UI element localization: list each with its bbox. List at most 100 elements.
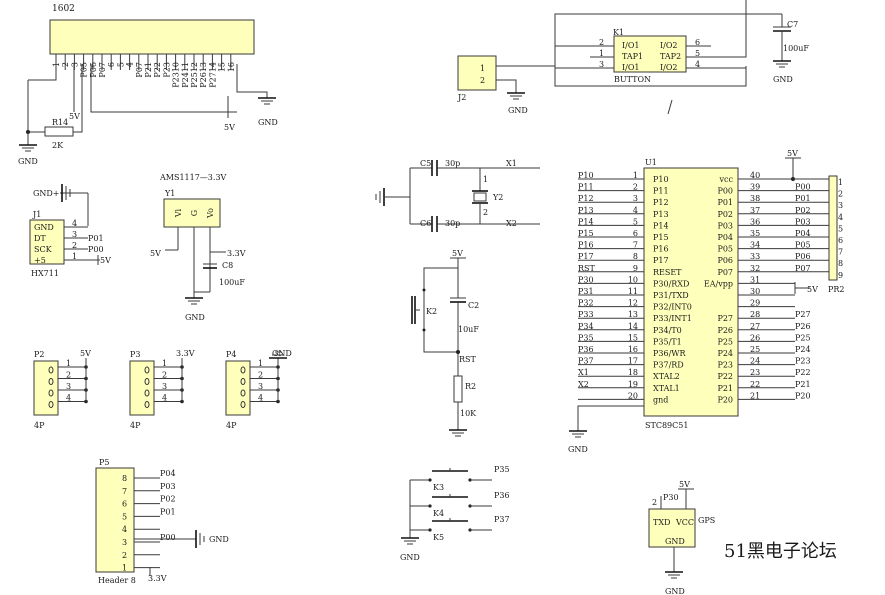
- mcu-right-net: P05: [795, 241, 811, 250]
- j2-gnd: GND: [508, 106, 528, 115]
- mcu-left-num: 12: [628, 299, 638, 308]
- mcu-right-pin: P02: [717, 210, 733, 219]
- pr2-pin-num: 4: [838, 213, 843, 222]
- lcd-body: [49, 19, 255, 55]
- header-net: 3.3V: [176, 349, 195, 358]
- mcu-left-pin: P11: [653, 187, 669, 196]
- c7-label: C7: [787, 20, 798, 29]
- header-foot: 4P: [130, 421, 141, 430]
- lcd-pin-label: 3: [70, 62, 79, 67]
- gps-pin-txd: TXD: [653, 518, 670, 527]
- mcu-right-pin: P22: [717, 372, 733, 381]
- k1-right-label: I/O2: [660, 41, 678, 50]
- header-body: [129, 360, 155, 416]
- k1-left-label: TAP1: [622, 52, 643, 61]
- hx711-net: P00: [88, 245, 104, 254]
- c6-label: C6: [420, 219, 431, 228]
- mcu-right-net: P00: [795, 183, 811, 192]
- header-net: GND: [272, 349, 292, 358]
- header-pin-num: 1: [162, 359, 167, 368]
- k1-wire: [555, 45, 590, 69]
- pr2-pin-num: 2: [838, 190, 843, 199]
- k3-label: K3: [433, 483, 444, 492]
- regulator-pin-label: G: [190, 210, 199, 216]
- header-ref: P4: [226, 350, 236, 359]
- lcd-pin-label: P2613: [199, 62, 208, 88]
- mcu-left-num: 10: [628, 275, 638, 284]
- gps-module: 5V P30 2 TXD VCC GND GPS GND: [648, 480, 715, 595]
- regulator-title: AMS1117—3.3V: [159, 173, 227, 182]
- mcu-right-pin: P20: [717, 395, 733, 404]
- mcu-left-pin: P32/INT0: [653, 303, 692, 312]
- header-pin-num: 2: [66, 371, 71, 380]
- mcu-ea-5v: 5V: [807, 285, 818, 294]
- mcu-right-net: P01: [795, 194, 811, 203]
- header-ref: P3: [130, 350, 140, 359]
- mcu-left-net: P17: [578, 252, 594, 261]
- pr2-pin-num: 6: [838, 236, 843, 245]
- mcu-right-net: P21: [795, 380, 811, 389]
- lcd-pin-label: P05: [80, 62, 89, 78]
- mcu-right-num: 40: [750, 171, 760, 180]
- resistor-r14: [44, 126, 74, 137]
- lcd-pin-label: P2411: [181, 62, 190, 88]
- header-pin-num: 2: [258, 371, 263, 380]
- mcu-left-net: RST: [578, 264, 596, 273]
- mcu-left-pin: P12: [653, 198, 669, 207]
- lcd-pin-label: 5: [116, 62, 125, 67]
- pr2-pin-num: 3: [838, 201, 843, 210]
- header-pin-num: 1: [66, 359, 71, 368]
- mcu-right-num: 27: [750, 322, 760, 331]
- lcd-pin-label: P07: [98, 62, 107, 78]
- header-pin-num: 4: [66, 394, 71, 403]
- pr2-pin-num: 1: [838, 178, 843, 187]
- p5-3v3: 3.3V: [148, 574, 167, 583]
- c7-value: 100uF: [783, 44, 809, 53]
- mcu-left-num: 3: [633, 194, 638, 203]
- mcu-right-num: 34: [750, 241, 760, 250]
- mcu-right-net: P22: [795, 368, 811, 377]
- hx711-net: 5V: [100, 256, 111, 265]
- y2-pin1: 1: [483, 175, 488, 184]
- lcd-pin-label: 16: [227, 62, 236, 72]
- mcu-left-num: 2: [633, 183, 638, 192]
- j2-ref: J2: [457, 93, 466, 102]
- r2-value: 10K: [460, 409, 477, 418]
- mcu-right-pin: P23: [717, 361, 733, 370]
- capacitor-c7: C7 100uF GND: [746, 13, 809, 84]
- regulator-in: 5V: [150, 249, 161, 258]
- mcu-left-pin: P37/RD: [653, 361, 684, 370]
- k1-ref: K1: [613, 28, 624, 37]
- k1-right-label: I/O2: [660, 63, 678, 72]
- mcu-right-pin: P03: [717, 221, 733, 230]
- lcd-pin-label: 6: [107, 62, 116, 67]
- c8-value: 100uF: [219, 278, 245, 287]
- mcu-left-net: P30: [578, 275, 594, 284]
- k5-label: K5: [433, 533, 444, 542]
- j2-pin-1: 1: [480, 64, 485, 73]
- k1-left-num: 3: [599, 60, 604, 69]
- mcu-right-pin: P07: [717, 268, 733, 277]
- mcu-right-net: P27: [795, 310, 811, 319]
- mcu-left-num: 19: [628, 380, 638, 389]
- mcu-left-pin: P30/RXD: [653, 279, 689, 288]
- mcu-left-num: 4: [633, 206, 638, 215]
- c7-gnd: GND: [773, 75, 793, 84]
- mcu-right-pin: P00: [717, 187, 733, 196]
- mcu-right-pin: P05: [717, 245, 733, 254]
- gps-pin-vcc: VCC: [675, 518, 694, 527]
- mcu-left-pin: P33/INT1: [653, 314, 692, 323]
- hx711-pin-num: 1: [72, 252, 77, 261]
- mcu-left-net: P10: [578, 171, 594, 180]
- mcu-right-net: P26: [795, 322, 811, 331]
- p5-net: P04: [160, 469, 176, 478]
- x2-net: X2: [506, 219, 517, 228]
- lcd-pin-label: P06: [89, 62, 98, 78]
- c6-value: 30p: [445, 219, 460, 228]
- mcu-right-num: 21: [750, 391, 760, 400]
- mcu-left-pin: gnd: [653, 395, 668, 404]
